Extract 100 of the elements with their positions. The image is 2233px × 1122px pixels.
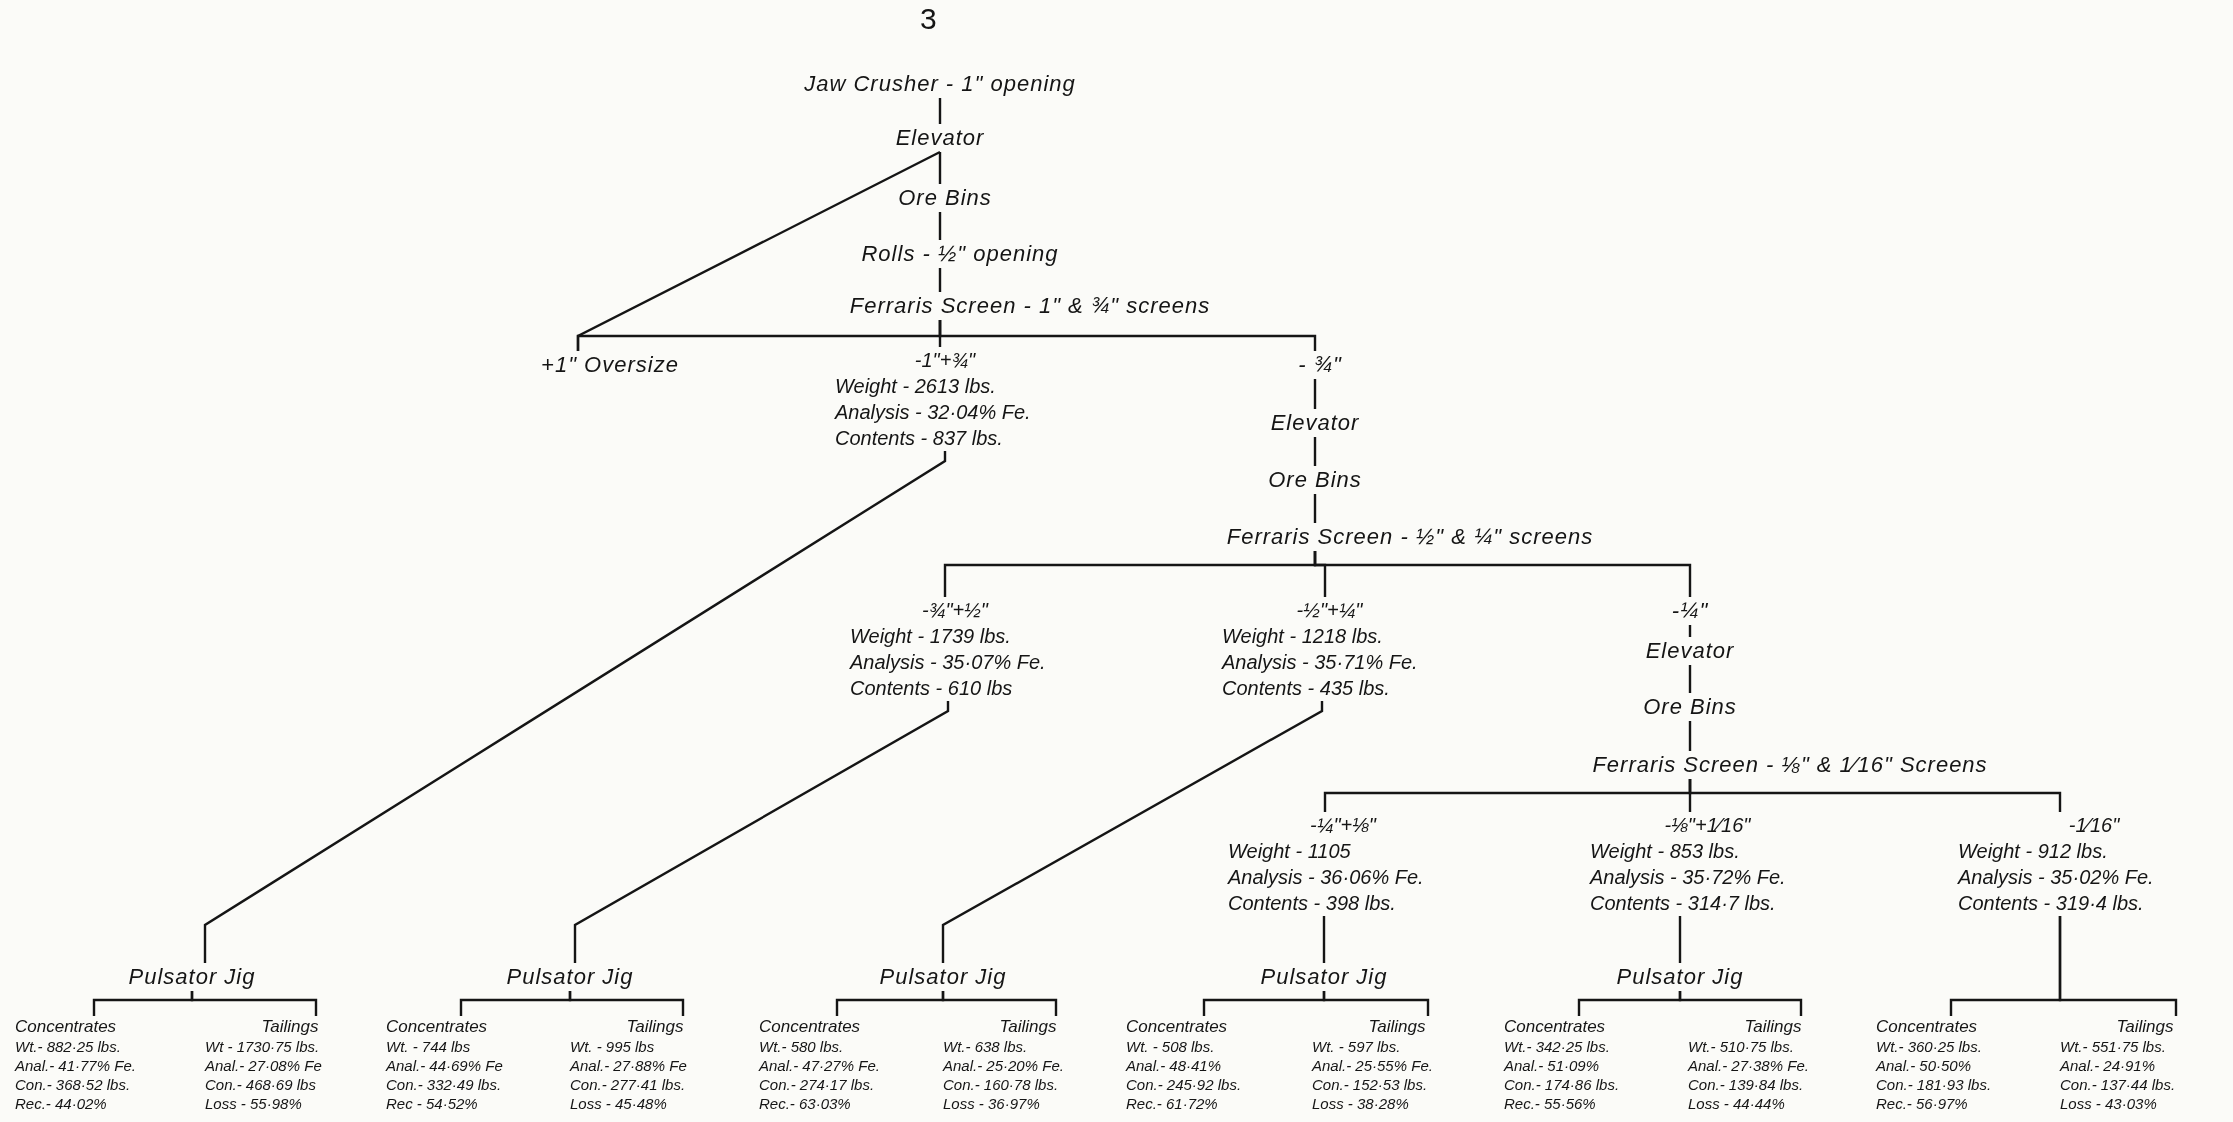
size-fraction-label: -1⁄16"	[2067, 813, 2121, 838]
assay-data-line: Con.- 277·41 lbs.	[570, 1075, 687, 1094]
assay-data-line: Contents - 398 lbs.	[1228, 891, 1397, 916]
assay-data-line: Con.- 245·92 lbs.	[1126, 1075, 1243, 1094]
flow-line	[1688, 665, 1692, 693]
assay-data-line: Con.- 274·17 lbs.	[759, 1075, 876, 1094]
assay-data-line: Anal.- 27·08% Fe	[205, 1056, 323, 1075]
flow-line	[190, 991, 318, 1016]
process-label: Elevator	[895, 124, 985, 152]
assay-data-line: Loss - 36·97%	[943, 1094, 1041, 1113]
assay-data-line: Anal.- 25·55% Fe.	[1312, 1056, 1434, 1075]
assay-data-line: Anal.- 44·69% Fe	[386, 1056, 504, 1075]
assay-data-line: Contents - 610 lbs	[850, 676, 1014, 701]
assay-data-line: Wt.- 510·75 lbs.	[1688, 1037, 1795, 1056]
process-label: Ferraris Screen - ½" & ¼" screens	[1226, 523, 1594, 551]
assay-data-line: Anal.- 25·20% Fe.	[943, 1056, 1065, 1075]
flow-line	[938, 98, 942, 124]
assay-data-line: Con.- 181·93 lbs.	[1876, 1075, 1993, 1094]
assay-data-line: Con.- 174·86 lbs.	[1504, 1075, 1621, 1094]
product-heading: Concentrates	[1126, 1016, 1229, 1037]
process-label: Pulsator Jig	[879, 963, 1007, 991]
assay-data-line: Anal.- 47·27% Fe.	[759, 1056, 881, 1075]
assay-data-line: Weight - 2613 lbs.	[835, 374, 997, 399]
assay-data-line: Anal.- 24·91%	[2060, 1056, 2157, 1075]
assay-data-line: Con.- 368·52 lbs.	[15, 1075, 132, 1094]
assay-data-line: Anal.- 27·88% Fe	[570, 1056, 688, 1075]
size-fraction-label: -1"+¾"	[913, 348, 977, 373]
process-label: Ferraris Screen - 1" & ¾" screens	[849, 292, 1211, 320]
product-heading: Concentrates	[759, 1016, 862, 1037]
product-heading: Tailings	[260, 1016, 320, 1037]
flow-line	[1688, 625, 1692, 637]
assay-data-line: Analysis - 32·04% Fe.	[835, 400, 1032, 425]
flow-line	[938, 320, 1317, 351]
process-label: Ore Bins	[898, 184, 992, 212]
flow-line	[2058, 916, 2178, 1016]
flow-line	[938, 152, 942, 184]
assay-data-line: Wt - 1730·75 lbs.	[205, 1037, 321, 1056]
flow-line	[1322, 916, 1326, 963]
assay-data-line: Analysis - 35·72% Fe.	[1590, 865, 1787, 890]
flow-line	[573, 701, 950, 963]
flow-line	[1322, 991, 1430, 1016]
assay-data-line: Anal.- 27·38% Fe.	[1688, 1056, 1810, 1075]
assay-data-line: Con.- 152·53 lbs.	[1312, 1075, 1429, 1094]
process-label: Pulsator Jig	[128, 963, 256, 991]
assay-data-line: Weight - 853 lbs.	[1590, 839, 1741, 864]
assay-data-line: Weight - 912 lbs.	[1958, 839, 2109, 864]
assay-data-line: Rec.- 56·97%	[1876, 1094, 1969, 1113]
assay-data-line: Weight - 1739 lbs.	[850, 624, 1012, 649]
flow-line	[1688, 779, 2062, 812]
size-fraction-label: -¼"+⅛"	[1309, 813, 1378, 838]
process-label: Ore Bins	[1268, 466, 1362, 494]
assay-data-line: Wt. - 995 lbs	[570, 1037, 656, 1056]
assay-data-line: Rec - 54·52%	[386, 1094, 479, 1113]
assay-data-line: Contents - 319·4 lbs.	[1958, 891, 2145, 916]
assay-data-line: Anal.- 41·77% Fe.	[15, 1056, 137, 1075]
assay-data-line: Wt.- 882·25 lbs.	[15, 1037, 122, 1056]
process-label: Elevator	[1270, 409, 1360, 437]
flow-line	[1313, 437, 1317, 466]
flow-line	[1688, 721, 1692, 751]
page-number: 3	[920, 2, 937, 36]
process-label: Rolls - ½" opening	[861, 240, 1059, 268]
assay-data-line: Wt.- 360·25 lbs.	[1876, 1037, 1983, 1056]
flow-line	[568, 991, 685, 1016]
assay-data-line: Con.- 139·84 lbs.	[1688, 1075, 1805, 1094]
process-label: Ferraris Screen - ⅛" & 1⁄16" Screens	[1592, 751, 1988, 779]
flow-line	[941, 991, 1058, 1016]
assay-data-line: Contents - 435 lbs.	[1222, 676, 1391, 701]
assay-data-line: Analysis - 36·06% Fe.	[1228, 865, 1425, 890]
flow-line	[1313, 551, 1692, 597]
product-heading: Concentrates	[1504, 1016, 1607, 1037]
product-heading: Concentrates	[15, 1016, 118, 1037]
flow-line	[1678, 916, 1682, 963]
assay-data-line: Contents - 314·7 lbs.	[1590, 891, 1777, 916]
assay-data-line: Analysis - 35·02% Fe.	[1958, 865, 2155, 890]
process-label: Jaw Crusher - 1" opening	[804, 70, 1076, 98]
product-heading: Concentrates	[386, 1016, 489, 1037]
flow-line	[576, 150, 941, 351]
assay-data-line: Wt.- 551·75 lbs.	[2060, 1037, 2167, 1056]
process-label: -¼"	[1671, 597, 1709, 625]
product-heading: Tailings	[1743, 1016, 1803, 1037]
assay-data-line: Analysis - 35·07% Fe.	[850, 650, 1047, 675]
product-heading: Tailings	[625, 1016, 685, 1037]
assay-data-line: Wt. - 597 lbs.	[1312, 1037, 1402, 1056]
process-label: Pulsator Jig	[1260, 963, 1388, 991]
size-fraction-label: -⅛"+1⁄16"	[1663, 813, 1752, 838]
process-label: Pulsator Jig	[1616, 963, 1744, 991]
assay-data-line: Con.- 160·78 lbs.	[943, 1075, 1060, 1094]
assay-data-line: Loss - 43·03%	[2060, 1094, 2158, 1113]
product-heading: Tailings	[2115, 1016, 2175, 1037]
assay-data-line: Anal.- 51·09%	[1504, 1056, 1601, 1075]
assay-data-line: Wt.- 638 lbs.	[943, 1037, 1029, 1056]
assay-data-line: Loss - 45·48%	[570, 1094, 668, 1113]
assay-data-line: Wt.- 342·25 lbs.	[1504, 1037, 1611, 1056]
process-label: Ore Bins	[1643, 693, 1737, 721]
assay-data-line: Loss - 38·28%	[1312, 1094, 1410, 1113]
flow-line	[1313, 379, 1317, 409]
product-heading: Concentrates	[1876, 1016, 1979, 1037]
assay-data-line: Con.- 468·69 lbs	[205, 1075, 317, 1094]
assay-data-line: Con.- 332·49 lbs.	[386, 1075, 503, 1094]
process-label: Pulsator Jig	[506, 963, 634, 991]
